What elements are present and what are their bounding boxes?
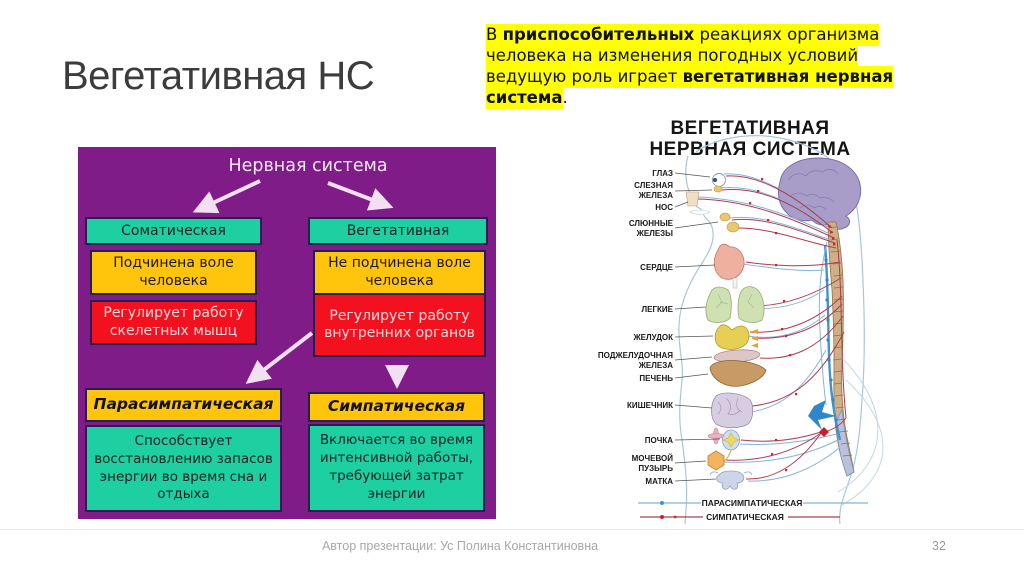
label-bladder-1: МОЧЕВОЙ	[632, 454, 674, 463]
intestine-shape	[711, 392, 754, 429]
arrow-to-parasympathetic	[245, 331, 314, 384]
intro-line-2: человека на изменения погодных условий	[486, 45, 859, 67]
anatomy-title-line2: НЕРВНАЯ СИСТЕМА	[649, 139, 850, 160]
box-somatic: Соматическая	[85, 217, 262, 245]
label-lines	[674, 172, 721, 482]
label-kidney: ПОЧКА	[645, 436, 673, 445]
heart-shape	[713, 243, 745, 280]
label-salivary-2: ЖЕЛЕЗЫ	[636, 229, 674, 238]
kidney-shape	[721, 429, 740, 463]
label-pancreas-2: ЖЕЛЕЗА	[638, 361, 674, 370]
label-lacrimal-1: СЛЕЗНАЯ	[634, 181, 673, 190]
nasal-cavity	[685, 191, 700, 207]
mouth	[689, 209, 711, 215]
organ-eye	[712, 173, 726, 187]
intro-line-1: В приспособительных реакциях организма	[486, 24, 880, 46]
label-pancreas-1: ПОДЖЕЛУДОЧНАЯ	[598, 351, 673, 360]
box-somatic-function: Регулирует работу скелетных мышц	[90, 300, 257, 345]
liver-shape	[709, 360, 767, 387]
lungs-shape	[705, 277, 765, 323]
anatomy-svg: ВЕГЕТАТИВНАЯ НЕРВНАЯ СИСТЕМА	[598, 118, 884, 525]
sympathetic-nerves	[696, 175, 847, 480]
label-liver: ПЕЧЕНЬ	[639, 374, 673, 383]
anatomy-title-line1: ВЕГЕТАТИВНАЯ	[670, 118, 829, 139]
nervous-system-flowchart: Нервная система Соматическая Вегетативна…	[78, 147, 496, 519]
intro-text: В приспособительных реакциях организма ч…	[486, 24, 991, 109]
organ-labels: ГЛАЗ СЛЕЗНАЯ ЖЕЛЕЗА НОС СЛЮННЫЕ ЖЕЛЕЗЫ С…	[598, 169, 674, 486]
sympathetic-trunk	[808, 244, 842, 441]
label-lungs: ЛЕГКИЕ	[642, 305, 674, 314]
intro-line-4: система.	[486, 87, 568, 109]
adrenal-gland	[707, 427, 725, 445]
page-number: 32	[932, 539, 946, 553]
label-stomach: ЖЕЛУДОК	[632, 333, 673, 342]
label-uterus: МАТКА	[645, 477, 673, 486]
arrow-to-somatic	[192, 179, 261, 214]
sympathetic-junction-node	[819, 427, 829, 437]
label-lacrimal-2: ЖЕЛЕЗА	[638, 191, 674, 200]
salivary-glands	[719, 212, 740, 233]
label-intestine: КИШЕЧНИК	[627, 401, 673, 410]
bladder-shape	[707, 450, 725, 471]
parasympathetic-nerves	[694, 173, 840, 482]
box-parasympathetic-desc: Способствует восстановлению запасов энер…	[85, 425, 282, 512]
page-title: Вегетативная НС	[62, 54, 375, 98]
flowchart-arrows	[192, 179, 409, 389]
box-sympathetic-desc: Включается во время интенсивной работы, …	[308, 424, 485, 512]
label-salivary-1: СЛЮННЫЕ	[629, 219, 674, 228]
label-nose: НОС	[655, 203, 673, 212]
sacral-plexus-node	[808, 400, 836, 430]
arrow-to-vegetative	[327, 181, 394, 211]
box-parasympathetic: Парасимпатическая	[85, 388, 282, 422]
box-vegetative-will: Не подчинена воле человека	[313, 250, 486, 295]
footer-divider	[0, 529, 1024, 530]
box-somatic-will: Подчинена воле человека	[90, 250, 257, 295]
label-bladder-2: ПУЗЫРЬ	[638, 464, 673, 473]
label-eye: ГЛАЗ	[652, 169, 673, 178]
autonomic-anatomy-diagram: ВЕГЕТАТИВНАЯ НЕРВНАЯ СИСТЕМА	[598, 110, 965, 525]
legend-sympathetic: СИМПАТИЧЕСКАЯ	[706, 512, 784, 522]
label-heart: СЕРДЦЕ	[640, 263, 673, 272]
stomach-shape	[714, 324, 758, 350]
box-vegetative-function: Регулирует работу внутренних органов	[313, 293, 486, 357]
spinal-cord	[827, 221, 855, 477]
uterus-shape	[709, 470, 753, 490]
flowchart-title: Нервная система	[228, 156, 388, 176]
intro-line-3: ведущую роль играет вегетативная нервная	[486, 66, 894, 88]
box-vegetative: Вегетативная	[308, 217, 488, 245]
legend-parasympathetic: ПАРАСИМПАТИЧЕСКАЯ	[702, 498, 803, 508]
box-sympathetic: Симпатическая	[308, 392, 485, 422]
lacrimal-gland	[713, 185, 723, 193]
anatomy-legend: ПАРАСИМПАТИЧЕСКАЯ СИМПАТИЧЕСКАЯ	[638, 498, 868, 522]
footer-author: Автор презентации: Ус Полина Константино…	[321, 539, 599, 553]
brain	[777, 157, 862, 230]
